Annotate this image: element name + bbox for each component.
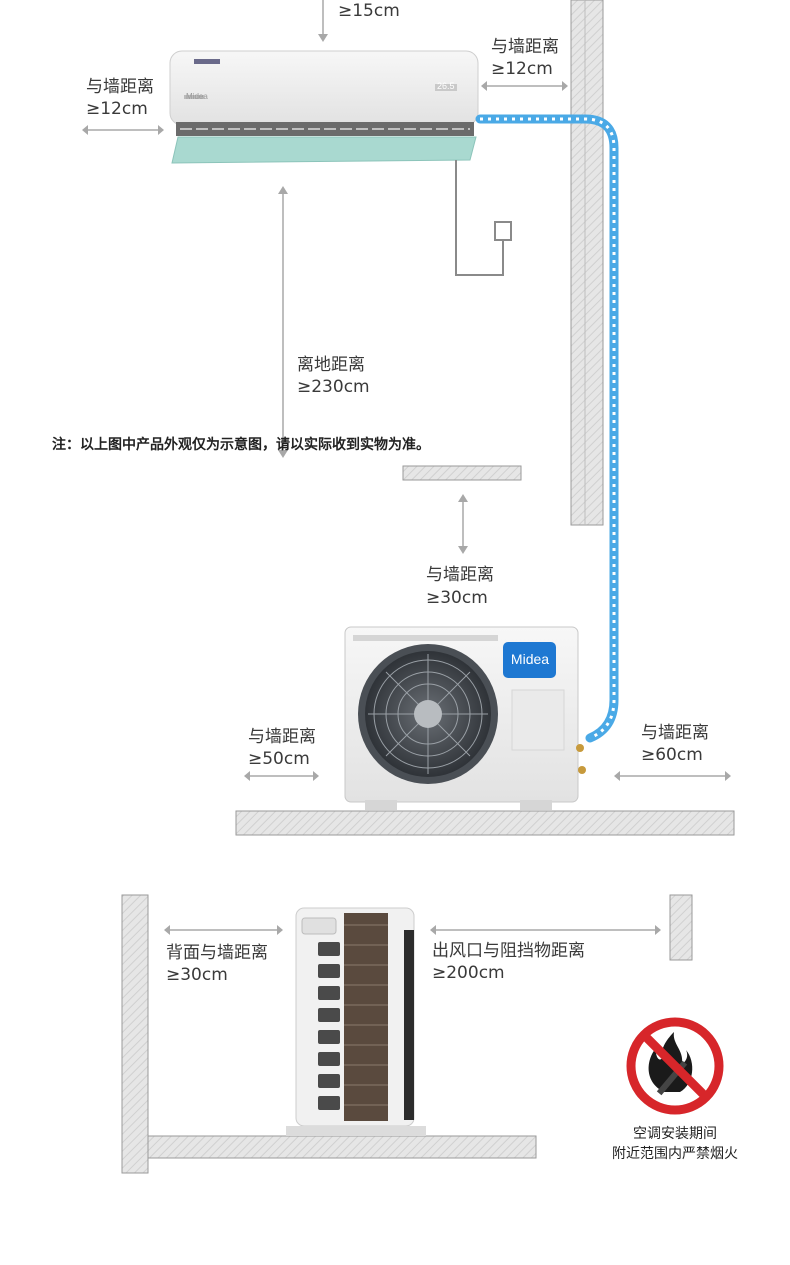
warning-line-1: 空调安装期间 (633, 1126, 717, 1142)
outdoor-right-value: ≥60cm (641, 745, 703, 765)
no-fire-icon (626, 1017, 724, 1115)
refrigerant-pipe (475, 114, 619, 743)
indoor-display-readout: 26.5 (437, 81, 455, 91)
outdoor-brand-logo: Midea (510, 651, 550, 667)
indoor-right-wall-label: 与墙距离 (491, 37, 559, 57)
outdoor-left-label: 与墙距离 (248, 727, 316, 747)
top-clearance-value: ≥15cm (338, 1, 400, 21)
indoor-left-wall-label: 与墙距离 (86, 77, 154, 97)
back-distance-label: 背面与墙距离 (166, 943, 268, 963)
outdoor-right-label: 与墙距离 (641, 723, 709, 743)
disclaimer-note: 注：以上图中产品外观仅为示意图，请以实际收到实物为准。 (52, 437, 430, 453)
outdoor-left-value: ≥50cm (248, 749, 310, 769)
outdoor-top-label: 与墙距离 (426, 565, 494, 585)
side-ground (147, 1135, 537, 1159)
outdoor-top-value: ≥30cm (426, 588, 488, 608)
floor-distance-label: 离地距离 (297, 355, 365, 375)
outlet-distance-label: 出风口与阻挡物距离 (432, 941, 585, 961)
indoor-left-wall-value: ≥12cm (86, 99, 148, 119)
indoor-right-wall-value: ≥12cm (491, 59, 553, 79)
ground-slab (235, 810, 735, 836)
floor-distance-value: ≥230cm (297, 377, 370, 397)
side-wall-left (121, 894, 149, 1174)
indoor-brand-logo: Midea (186, 92, 208, 101)
back-distance-value: ≥30cm (166, 965, 228, 985)
side-dimension-arrows (164, 925, 661, 935)
outdoor-unit (344, 626, 586, 810)
outdoor-unit-side (286, 907, 426, 1136)
right-wall (570, 0, 604, 526)
side-obstacle (669, 894, 693, 961)
overhead-ledge (402, 465, 522, 481)
power-cable (455, 160, 512, 276)
warning-line-2: 附近范围内严禁烟火 (612, 1146, 738, 1162)
outlet-distance-value: ≥200cm (432, 963, 505, 983)
dimension-arrows (82, 0, 731, 781)
indoor-unit (169, 50, 479, 164)
